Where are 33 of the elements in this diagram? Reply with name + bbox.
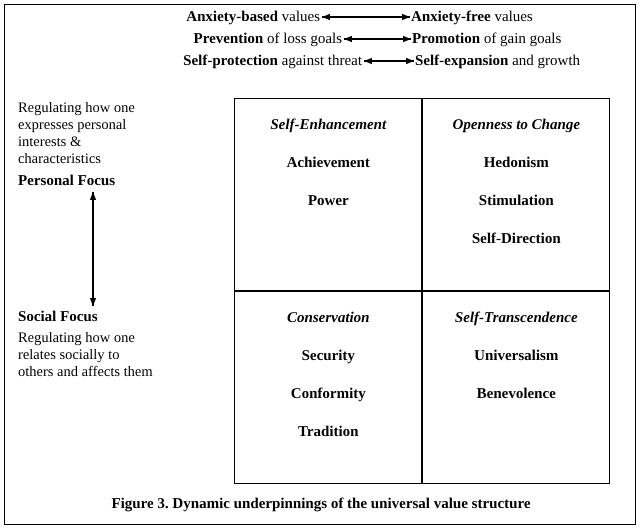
value-name: Tradition — [296, 423, 360, 441]
quadrant-heading: Self-Transcendence — [454, 309, 579, 327]
value-name: Power — [306, 192, 350, 210]
quadrant-heading: Self-Enhancement — [269, 116, 388, 134]
value-name: Benevolence — [476, 385, 557, 403]
value-label: Self-expansion and growth — [415, 52, 580, 70]
value-label: Prevention of loss goals — [194, 30, 342, 48]
figure-caption: Figure 3. Dynamic underpinnings of the universal value structure — [110, 496, 532, 513]
focus-label: Social Focus — [18, 308, 98, 326]
value-label: Anxiety-free values — [411, 8, 533, 26]
double-arrow — [344, 36, 411, 42]
value-quadrant — [234, 98, 422, 291]
double-arrow — [364, 58, 414, 64]
value-quadrant — [422, 98, 610, 291]
value-name: Achievement — [286, 154, 371, 172]
value-label: Anxiety-based values — [186, 8, 320, 26]
value-label: Self-protection against threat — [183, 52, 362, 70]
quadrant-heading: Openness to Change — [451, 116, 582, 134]
value-label: Promotion of gain goals — [412, 30, 562, 48]
quadrant-heading: Conservation — [286, 309, 370, 327]
value-quadrant — [234, 291, 422, 484]
double-arrow — [90, 192, 96, 306]
value-name: Stimulation — [478, 192, 555, 210]
value-name: Universalism — [473, 347, 560, 365]
double-arrow — [322, 14, 410, 20]
focus-label: Personal Focus — [18, 172, 116, 190]
value-name: Conformity — [290, 385, 367, 403]
value-name: Hedonism — [482, 154, 550, 172]
value-quadrant — [422, 291, 610, 484]
description-text: Regulating how one expresses personal interests & characteristics — [18, 100, 136, 168]
value-name: Security — [300, 347, 356, 365]
description-text: Regulating how one relates socially to others and affects them — [18, 330, 154, 381]
value-name: Self-Direction — [470, 230, 562, 248]
